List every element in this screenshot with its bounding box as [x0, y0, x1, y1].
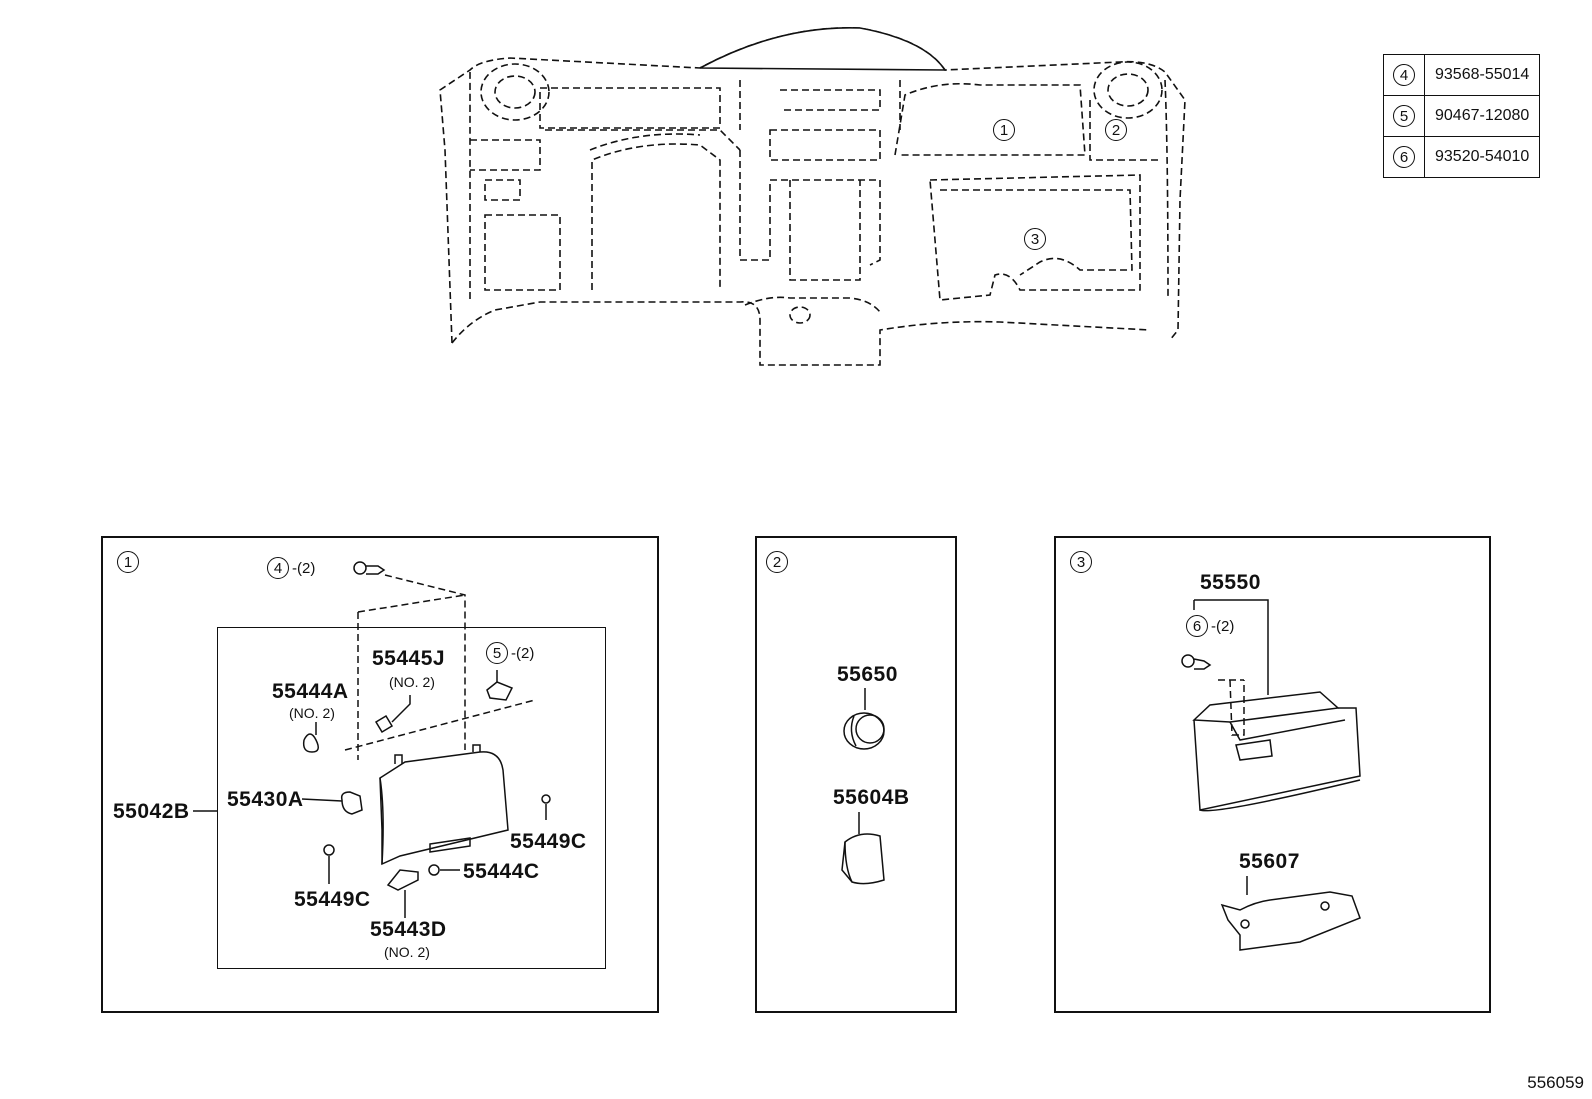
fastener-row: 5 90467-12080 [1383, 95, 1541, 137]
note-55444A: (NO. 2) [289, 705, 335, 721]
fastener-row: 6 93520-54010 [1383, 136, 1541, 178]
overview-callout-1: 1 [993, 119, 1015, 141]
overview-callout-3: 3 [1024, 228, 1046, 250]
detail-panel-3 [1054, 536, 1491, 1013]
fastener-ref-6: 6 [1393, 146, 1415, 168]
fastener-5-qty: -(2) [511, 645, 535, 662]
fastener-6-callout: 6 [1186, 615, 1208, 637]
label-55449C-right: 55449C [510, 830, 587, 853]
label-55449C-left: 55449C [294, 888, 371, 911]
fastener-4-qty: -(2) [292, 560, 316, 577]
fastener-part-number: 93520-54010 [1423, 136, 1541, 178]
label-55430A: 55430A [227, 788, 304, 811]
panel-2-callout: 2 [766, 551, 788, 573]
label-55443D: 55443D [370, 918, 447, 941]
label-55445J: 55445J [372, 647, 446, 670]
figure-number: 556059 [1527, 1073, 1584, 1092]
fastener-ref-4: 4 [1393, 64, 1415, 86]
label-55042B: 55042B [113, 800, 190, 823]
fastener-5-callout: 5 [486, 642, 508, 664]
fastener-ref-5: 5 [1393, 105, 1415, 127]
note-55443D: (NO. 2) [384, 944, 430, 960]
panel-1-inner-frame [217, 627, 606, 969]
fastener-6-qty: -(2) [1211, 618, 1235, 635]
fastener-part-number: 90467-12080 [1423, 95, 1541, 137]
detail-panel-1 [101, 536, 659, 1013]
panel-1-callout: 1 [117, 551, 139, 573]
overview-callout-2: 2 [1105, 119, 1127, 141]
fastener-4-callout: 4 [267, 557, 289, 579]
label-55444A: 55444A [272, 680, 349, 703]
note-55445J: (NO. 2) [389, 674, 435, 690]
label-55444C: 55444C [463, 860, 540, 883]
label-55650: 55650 [837, 663, 898, 686]
fastener-table: 4 93568-55014 5 90467-12080 6 93520-5401… [1383, 54, 1541, 178]
detail-panel-2 [755, 536, 957, 1013]
panel-3-callout: 3 [1070, 551, 1092, 573]
label-55550: 55550 [1200, 571, 1261, 594]
label-55607: 55607 [1239, 850, 1300, 873]
label-55604B: 55604B [833, 786, 910, 809]
